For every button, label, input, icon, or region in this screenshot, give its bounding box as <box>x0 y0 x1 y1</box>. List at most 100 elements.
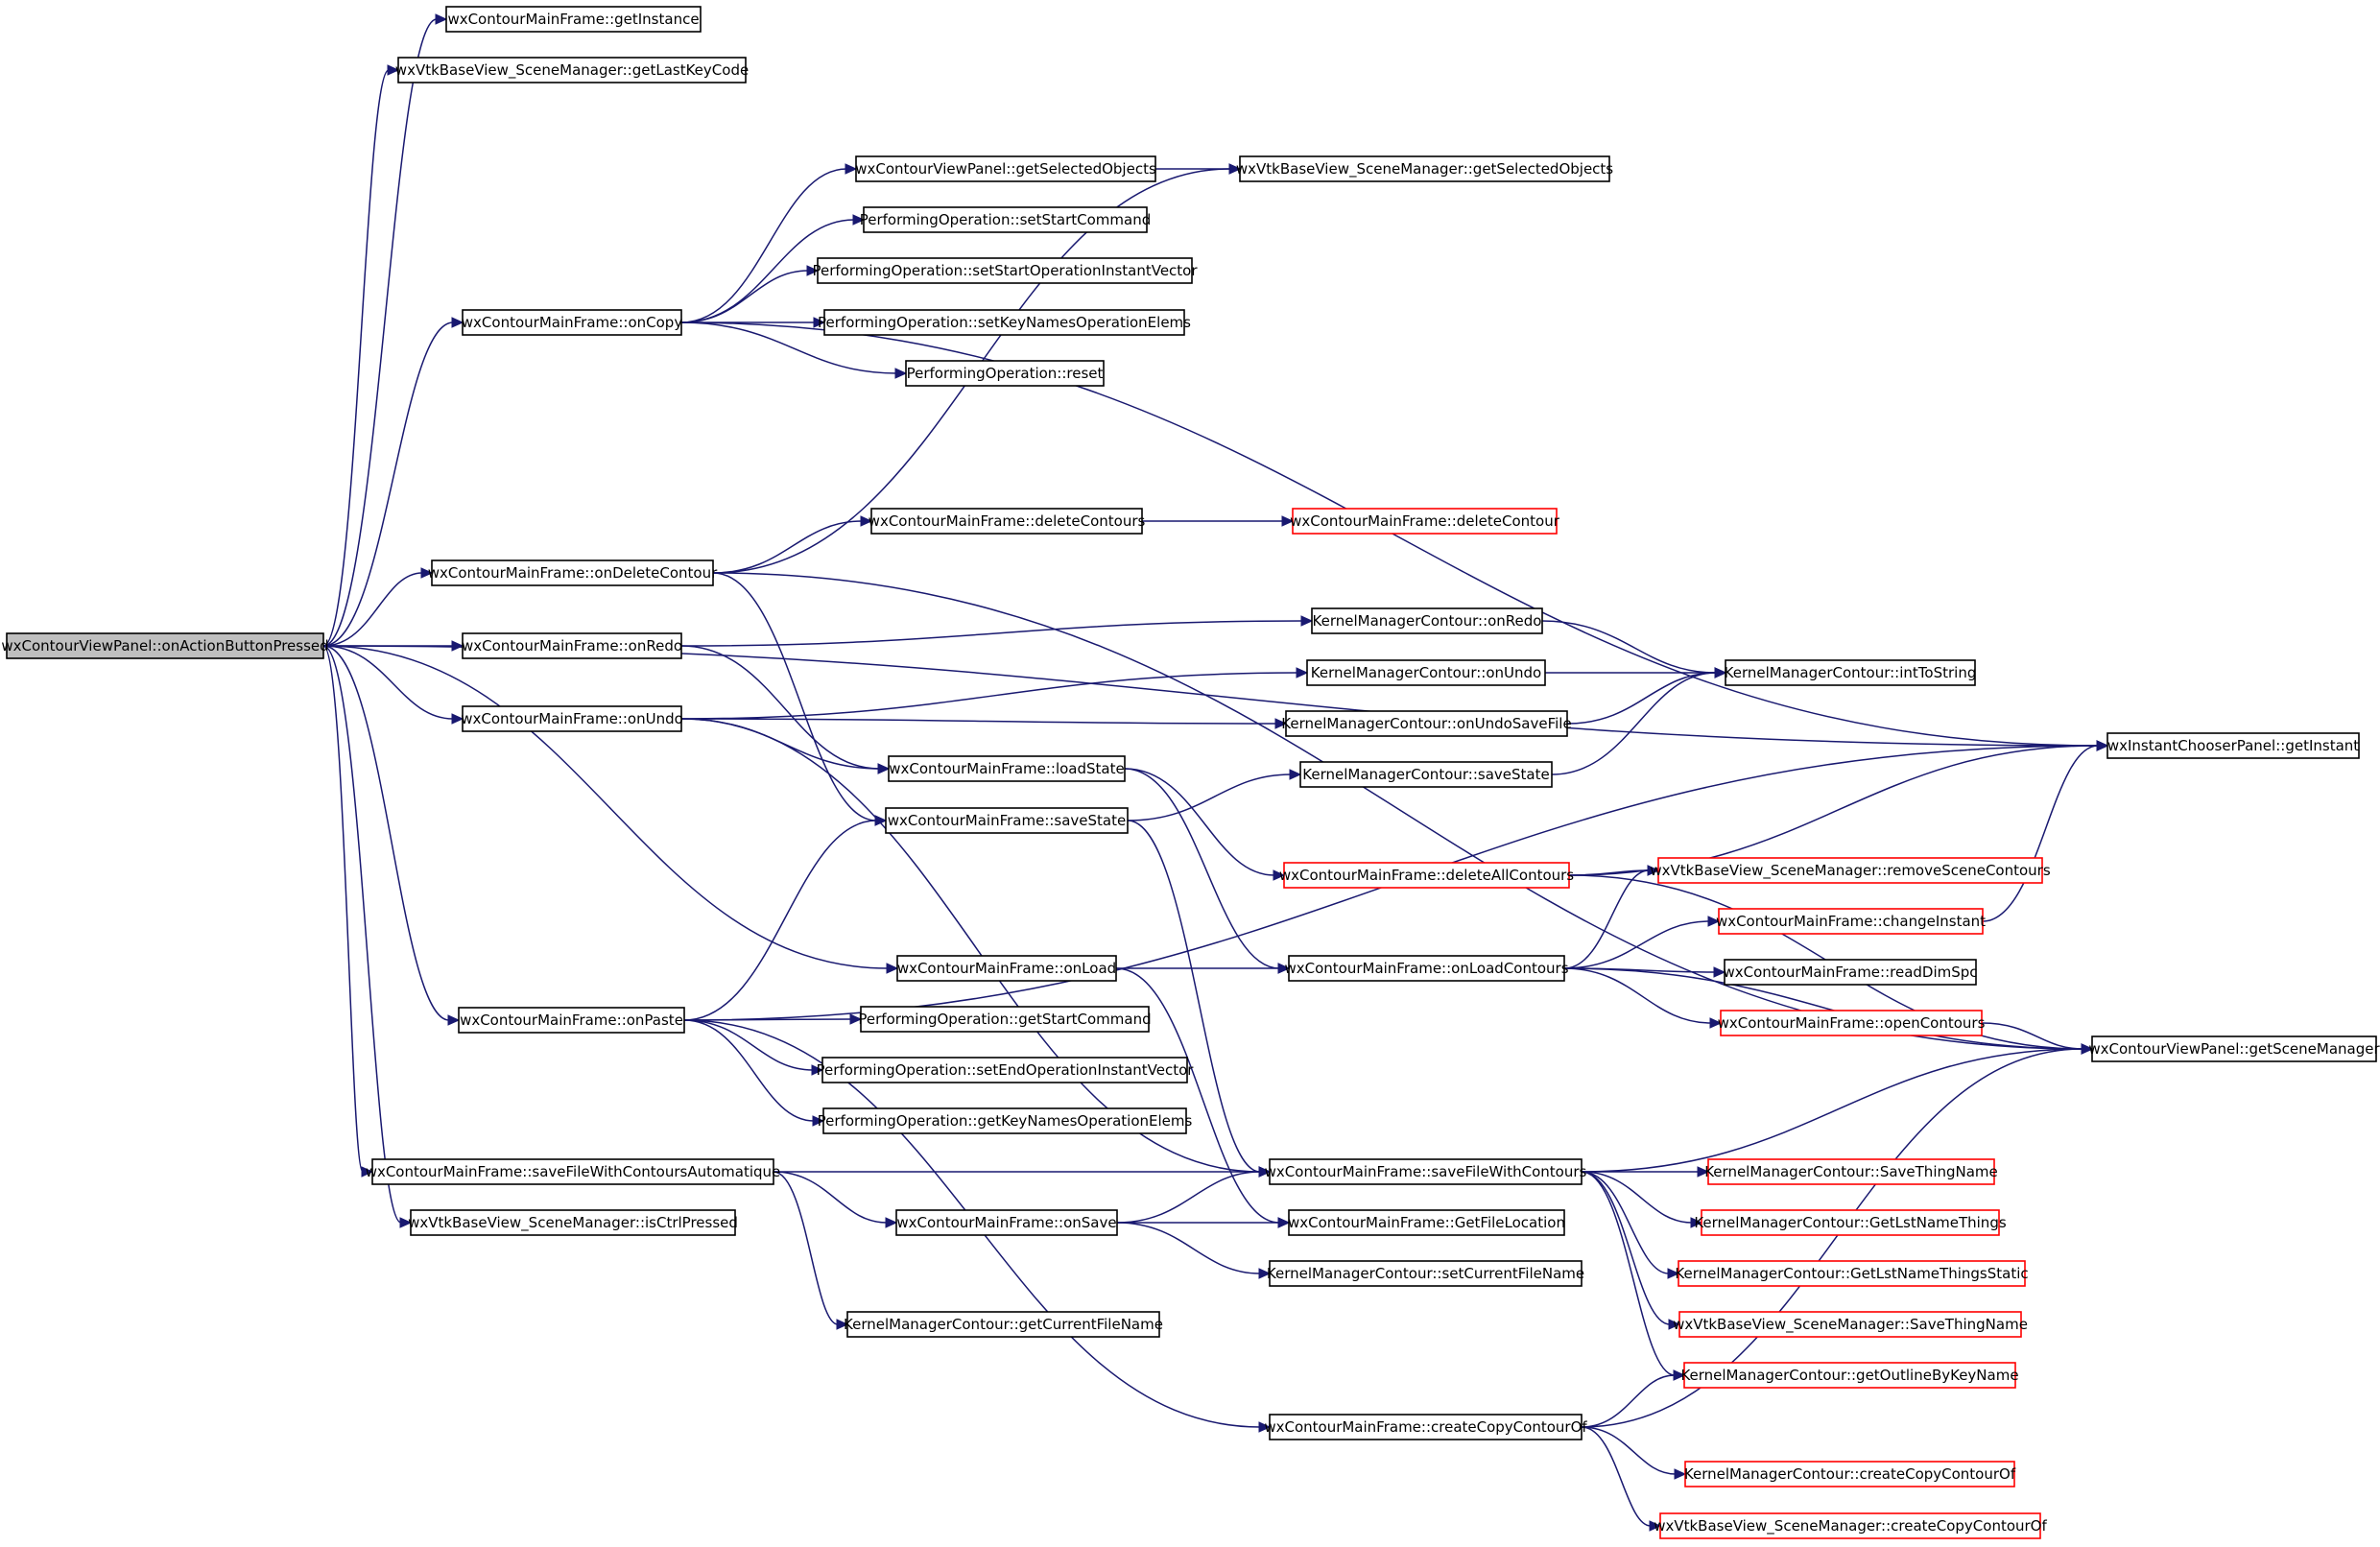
node-label: wxContourMainFrame::saveFileWithContours <box>1265 1163 1587 1180</box>
node-box <box>1269 1260 1583 1287</box>
call-edge <box>1563 920 1710 969</box>
function-node[interactable]: KernelManagerContour::saveState <box>1299 761 1553 788</box>
function-node[interactable]: KernelManagerContour::GetLstNameThings <box>1694 1209 2007 1236</box>
node-label: PerformingOperation::setKeyNamesOperatio… <box>818 314 1191 331</box>
function-node[interactable]: KernelManagerContour::intToString <box>1725 659 1977 686</box>
function-node[interactable]: wxContourMainFrame::onDeleteContour <box>428 559 718 586</box>
function-node[interactable]: wxVtkBaseView_SceneManager::isCtrlPresse… <box>408 1209 738 1236</box>
node-box <box>397 57 747 83</box>
call-edge <box>1566 672 1717 725</box>
call-edge <box>680 321 897 374</box>
function-node[interactable]: wxContourMainFrame::onPaste <box>458 1007 685 1034</box>
function-node[interactable]: wxContourMainFrame::getInstance <box>445 6 702 33</box>
function-node[interactable]: wxContourMainFrame::onSave <box>895 1209 1118 1236</box>
function-node[interactable]: KernelManagerContour::GetLstNameThingsSt… <box>1675 1260 2029 1287</box>
function-node[interactable]: wxContourMainFrame::deleteContour <box>1290 508 1560 535</box>
function-node[interactable]: PerformingOperation::getStartCommand <box>858 1006 1152 1033</box>
function-node[interactable]: wxContourMainFrame::loadState <box>888 755 1126 782</box>
function-node[interactable]: wxContourMainFrame::onLoadContours <box>1284 955 1569 982</box>
function-node[interactable]: wxContourMainFrame::deleteAllContours <box>1279 862 1574 889</box>
node-label: wxContourMainFrame::deleteContour <box>1290 512 1560 530</box>
function-node[interactable]: wxContourMainFrame::saveFileWithContours… <box>366 1158 781 1185</box>
arrowhead <box>451 640 464 652</box>
node-label: KernelManagerContour::intToString <box>1725 664 1977 681</box>
function-node[interactable]: wxContourMainFrame::onLoad <box>896 955 1117 982</box>
arrowhead <box>1707 916 1721 927</box>
function-node[interactable]: wxContourMainFrame::GetFileLocation <box>1288 1209 1565 1236</box>
function-node[interactable]: KernelManagerContour::setCurrentFileName <box>1267 1260 1584 1287</box>
function-node[interactable]: KernelManagerContour::onUndo <box>1306 659 1546 686</box>
function-node[interactable]: KernelManagerContour::onRedo <box>1311 607 1543 634</box>
function-node[interactable]: KernelManagerContour::getOutlineByKeyNam… <box>1680 1362 2019 1389</box>
function-node[interactable]: wxContourMainFrame::changeInstant <box>1716 908 1986 935</box>
function-node[interactable]: wxInstantChooserPanel::getInstant <box>2106 732 2360 759</box>
arrowhead <box>1667 1268 1680 1279</box>
node-box <box>1269 1414 1583 1440</box>
arrowhead <box>845 163 858 175</box>
function-node[interactable]: wxContourMainFrame::saveFileWithContours <box>1265 1158 1587 1185</box>
node-box <box>855 155 1156 182</box>
call-edge <box>322 18 438 647</box>
function-node[interactable]: wxContourMainFrame::createCopyContourOf <box>1264 1414 1587 1440</box>
function-node[interactable]: KernelManagerContour::SaveThingName <box>1704 1158 1998 1185</box>
function-node[interactable]: wxContourMainFrame::readDimSpc <box>1723 959 1978 986</box>
call-edge <box>1116 1171 1261 1224</box>
call-edge <box>322 645 889 969</box>
node-label: wxContourMainFrame::onUndo <box>461 710 683 727</box>
node-label: wxContourMainFrame::changeInstant <box>1716 913 1986 930</box>
call-edge <box>773 1171 888 1224</box>
node-label: PerformingOperation::getStartCommand <box>858 1011 1151 1028</box>
call-edge <box>1124 768 1280 969</box>
function-node[interactable]: KernelManagerContour::onUndoSaveFile <box>1281 710 1572 737</box>
node-box <box>458 1007 685 1034</box>
node-label: PerformingOperation::getKeyNamesOperatio… <box>818 1112 1193 1130</box>
node-box <box>1718 908 1984 935</box>
node-box <box>1288 1209 1565 1236</box>
function-node[interactable]: wxContourMainFrame::openContours <box>1718 1010 1986 1036</box>
node-box <box>1684 1461 2015 1488</box>
node-box <box>1292 508 1558 535</box>
function-node[interactable]: KernelManagerContour::getCurrentFileName <box>844 1311 1163 1338</box>
function-node[interactable]: KernelManagerContour::createCopyContourO… <box>1684 1461 2016 1488</box>
function-node[interactable]: wxVtkBaseView_SceneManager::getSelectedO… <box>1236 155 1613 182</box>
function-node[interactable]: wxVtkBaseView_SceneManager::getLastKeyCo… <box>395 57 749 83</box>
arrowhead <box>1690 1217 1703 1228</box>
call-edge <box>680 718 1261 1173</box>
function-node[interactable]: wxContourViewPanel::getSelectedObjects <box>855 155 1156 182</box>
function-node[interactable]: wxContourMainFrame::onUndo <box>461 705 683 732</box>
function-node[interactable]: wxContourMainFrame::deleteContours <box>869 508 1146 535</box>
function-node[interactable]: wxVtkBaseView_SceneManager::removeSceneC… <box>1650 857 2051 884</box>
node-box <box>821 1057 1188 1083</box>
function-node[interactable]: wxVtkBaseView_SceneManager::SaveThingNam… <box>1673 1311 2028 1338</box>
arrowhead <box>2081 1043 2094 1055</box>
arrowhead <box>874 815 888 826</box>
arrowhead <box>860 515 873 527</box>
node-label: PerformingOperation::setStartCommand <box>860 211 1152 228</box>
node-box <box>822 1107 1187 1134</box>
function-node[interactable]: PerformingOperation::setStartOperationIn… <box>812 257 1198 284</box>
function-node[interactable]: wxContourMainFrame::saveState <box>885 807 1129 834</box>
function-node[interactable]: wxContourMainFrame::onCopy <box>462 309 683 336</box>
function-node[interactable]: PerformingOperation::setKeyNamesOperatio… <box>818 309 1191 336</box>
call-edge <box>683 1018 852 1021</box>
function-node[interactable]: PerformingOperation::getKeyNamesOperatio… <box>818 1107 1193 1134</box>
call-edge <box>322 645 454 720</box>
call-edge <box>1581 1048 2083 1173</box>
function-node[interactable]: wxContourMainFrame::onRedo <box>462 632 682 659</box>
function-node[interactable]: PerformingOperation::reset <box>905 360 1105 387</box>
node-box <box>1311 607 1543 634</box>
function-node[interactable]: PerformingOperation::setStartCommand <box>860 206 1152 233</box>
root-function-node[interactable]: wxContourViewPanel::onActionButtonPresse… <box>1 632 329 659</box>
call-edge <box>1541 620 1717 674</box>
call-edge <box>1116 1222 1261 1274</box>
node-box <box>1269 1158 1583 1185</box>
function-node[interactable]: PerformingOperation::setEndOperationInst… <box>817 1057 1195 1083</box>
node-box <box>1657 857 2043 884</box>
node-box <box>823 309 1185 336</box>
node-label: wxContourViewPanel::getSelectedObjects <box>855 160 1156 178</box>
node-label: KernelManagerContour::onUndoSaveFile <box>1281 715 1571 732</box>
arrowhead <box>886 963 899 974</box>
function-node[interactable]: wxVtkBaseView_SceneManager::createCopyCo… <box>1654 1512 2047 1539</box>
function-node[interactable]: wxContourViewPanel::getSceneManager <box>2088 1035 2380 1062</box>
call-edge <box>712 572 877 821</box>
